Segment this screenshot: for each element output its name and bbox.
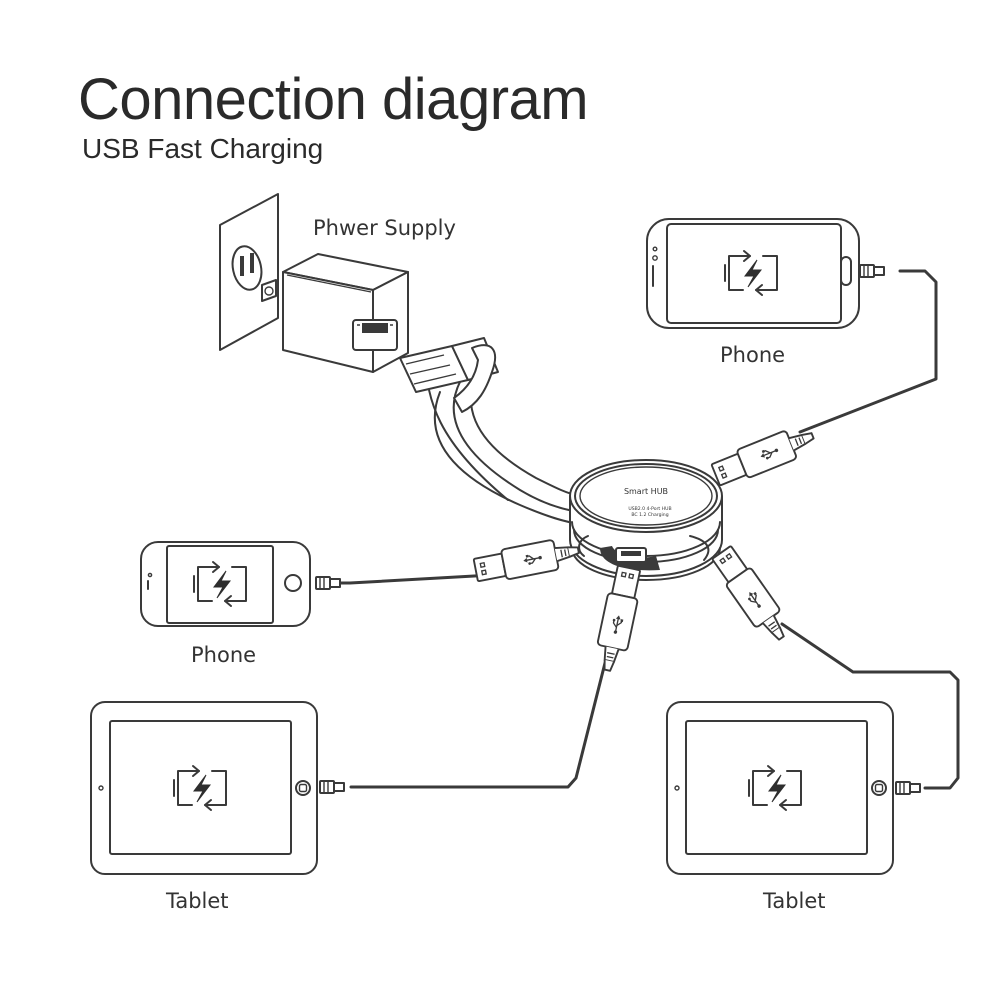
- usb-plug-icon: [399, 337, 581, 525]
- phone-left-label: Phone: [191, 643, 256, 667]
- connector-tablet-left: [319, 780, 345, 794]
- usb-plug-to-tablet-right: [709, 544, 794, 647]
- phone-icon: [646, 218, 860, 329]
- power-adapter-icon: [282, 253, 409, 373]
- cable-to-tablet-right: [780, 622, 960, 790]
- tablet-icon: [90, 701, 318, 875]
- cable-to-tablet-left: [349, 661, 607, 789]
- power-supply-label: Phwer Supply: [313, 216, 456, 240]
- phone-top-label: Phone: [720, 343, 785, 367]
- diagram-subtitle: USB Fast Charging: [82, 133, 324, 164]
- cable-to-phone-top: [798, 269, 938, 434]
- diagram-title: Connection diagram: [78, 67, 589, 132]
- hub-label: Smart HUB: [624, 487, 668, 496]
- tablet-icon: [666, 701, 894, 875]
- phone-icon: [140, 541, 311, 627]
- connector-phone-left: [315, 576, 341, 590]
- cable-to-phone-left: [338, 573, 494, 585]
- tablet-right-label: Tablet: [762, 889, 826, 913]
- usb-plug-to-tablet-left: [592, 565, 643, 674]
- tablet-left-label: Tablet: [165, 889, 229, 913]
- wall-outlet-icon: [219, 193, 279, 351]
- smart-hub-icon: Smart HUB USB2.0 4-Port HUB BC 1.2 Charg…: [569, 459, 723, 581]
- connector-tablet-right: [895, 781, 921, 795]
- usb-plug-to-phone-left: [473, 535, 581, 585]
- hub-spec-line-1: USB2.0 4-Port HUB: [628, 506, 671, 512]
- hub-spec-line-2: BC 1.2 Charging: [631, 512, 668, 518]
- connector-phone-top: [859, 264, 885, 278]
